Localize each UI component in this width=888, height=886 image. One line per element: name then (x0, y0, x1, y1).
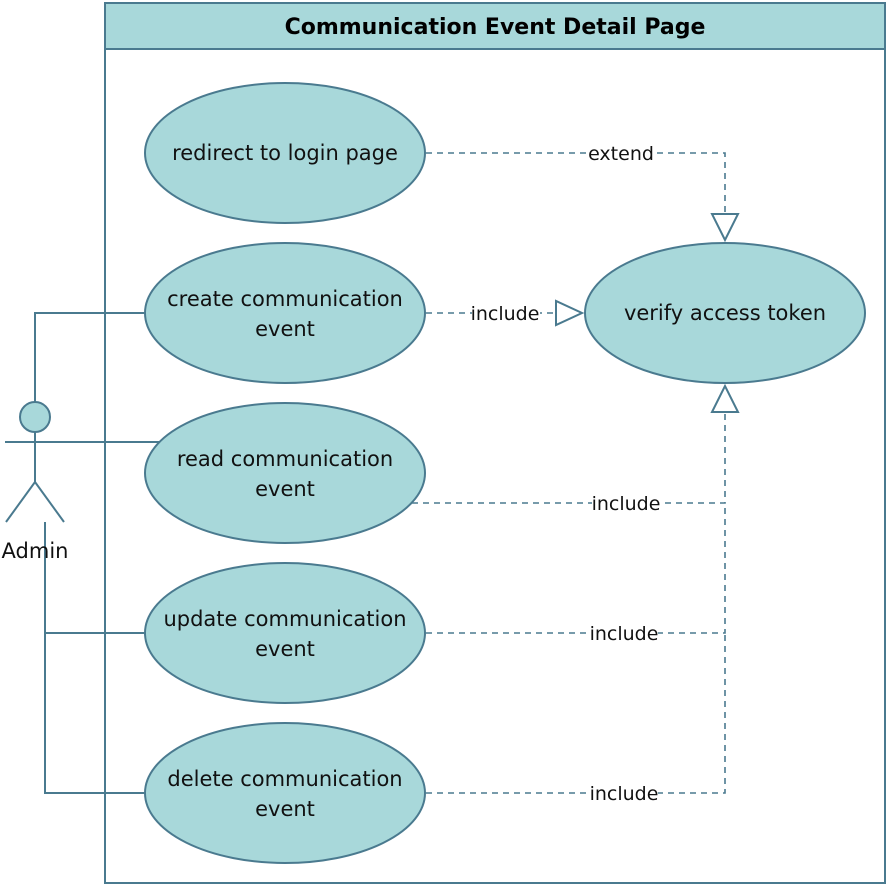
use-case-read-label-line2: event (255, 477, 315, 501)
include-update-label: include (590, 623, 659, 645)
use-case-redirect-label: redirect to login page (172, 141, 398, 165)
actor-head (19, 401, 51, 433)
include-read-line (412, 412, 726, 504)
extend-line (426, 152, 726, 214)
use-case-read[interactable]: read communication event (144, 402, 426, 544)
actor-associations (5, 312, 160, 794)
use-case-create[interactable]: create communication event (144, 242, 426, 384)
use-case-redirect[interactable]: redirect to login page (144, 82, 426, 224)
use-case-delete-label-line1: delete communication (167, 767, 402, 791)
assoc-create (34, 312, 146, 402)
include-update-line (426, 503, 726, 634)
extend-label: extend (588, 143, 654, 165)
actor-admin[interactable]: Admin (2, 401, 69, 563)
use-case-update-label-line2: event (255, 637, 315, 661)
system-title: Communication Event Detail Page (285, 15, 706, 40)
assoc-delete (44, 633, 146, 794)
include-delete-label: include (590, 783, 659, 805)
use-case-verify[interactable]: verify access token (584, 242, 866, 384)
actor-label: Admin (2, 539, 69, 563)
use-case-update-label-line1: update communication (163, 607, 406, 631)
include-delete-line (426, 633, 726, 794)
include-create-label: include (471, 303, 540, 325)
use-case-create-label-line1: create communication (167, 287, 403, 311)
use-case-read-label-line1: read communication (177, 447, 393, 471)
relationship-labels: extend include include include include (471, 141, 661, 805)
use-case-delete-label-line2: event (255, 797, 315, 821)
include-read-label: include (592, 493, 661, 515)
include-bottom-arrowhead (710, 383, 740, 413)
relationship-lines (412, 152, 726, 794)
use-case-update[interactable]: update communication event (144, 562, 426, 704)
include-create-arrowhead (555, 299, 585, 327)
use-case-create-label-line2: event (255, 317, 315, 341)
arrowheads (555, 213, 740, 413)
use-case-verify-label: verify access token (624, 301, 826, 325)
extend-arrowhead (710, 213, 740, 243)
use-case-delete[interactable]: delete communication event (144, 722, 426, 864)
